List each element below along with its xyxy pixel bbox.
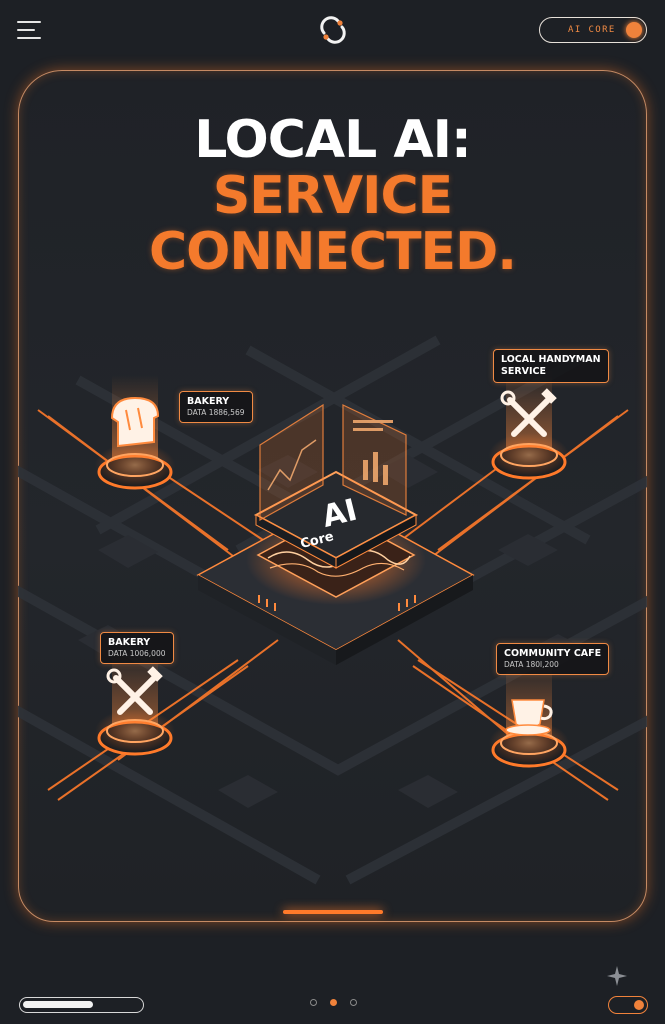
page-dot[interactable]	[350, 999, 357, 1006]
node-tag-subtitle: DATA 1886,569	[187, 408, 245, 417]
progress-bar-fill	[23, 1001, 93, 1008]
headline-line-2: SERVICE	[212, 166, 453, 226]
headline-line-3: CONNECTED.	[149, 222, 517, 282]
node-tag-title: BAKERY	[108, 637, 151, 648]
sparkle-icon[interactable]	[606, 965, 628, 987]
node-tag-subtitle: DATA 1006,000	[108, 649, 166, 658]
node-tag-title: BAKERY	[187, 396, 230, 407]
hologram-chart-panel	[259, 403, 324, 522]
bread-icon	[110, 396, 160, 448]
node-pedestal-handyman	[489, 370, 569, 480]
footer-toggle-switch[interactable]	[608, 996, 648, 1014]
node-pedestal-bakery-2	[95, 650, 175, 756]
ai-core-chip	[196, 470, 475, 665]
orbit-logo-icon[interactable]	[318, 15, 348, 45]
ai-core-toggle-label: AI CORE	[568, 25, 616, 35]
progress-bar	[19, 997, 144, 1013]
node-tag-title-line-2: SERVICE	[501, 366, 546, 377]
node-tag-cafe[interactable]: COMMUNITY CAFE DATA 180l,200	[496, 643, 610, 675]
chip-label-main: AI	[319, 493, 361, 535]
hamburger-menu-icon[interactable]	[17, 20, 41, 40]
node-tag-bakery[interactable]: BAKERY DATA 1886,569	[179, 391, 253, 423]
node-tag-title: COMMUNITY CAFE	[504, 648, 602, 659]
hero-headline: LOCAL AI: SERVICE CONNECTED.	[0, 112, 665, 280]
hologram-bars-panel	[342, 404, 407, 516]
card-bottom-glow	[283, 910, 383, 914]
node-tag-bakery-2[interactable]: BAKERY DATA 1006,000	[100, 632, 174, 664]
page-dot[interactable]	[330, 999, 337, 1006]
headline-line-1: LOCAL AI:	[194, 110, 472, 170]
node-tag-title-line-1: LOCAL HANDYMAN	[501, 354, 601, 365]
ai-core-toggle-knob	[626, 22, 642, 38]
page-indicator	[310, 999, 358, 1009]
tools-icon	[106, 666, 163, 715]
node-pedestal-bakery	[95, 375, 175, 490]
ai-core-toggle[interactable]: AI CORE	[539, 17, 647, 43]
coffee-cup-icon	[505, 699, 553, 736]
node-tag-handyman[interactable]: LOCAL HANDYMAN SERVICE	[493, 349, 609, 383]
top-bar: AI CORE	[0, 0, 665, 62]
network-scene: AI Core	[18, 335, 647, 885]
page-dot[interactable]	[310, 999, 317, 1006]
tools-icon	[500, 388, 557, 437]
footer-toggle-knob	[634, 1000, 644, 1010]
node-tag-subtitle: DATA 180l,200	[504, 660, 559, 669]
